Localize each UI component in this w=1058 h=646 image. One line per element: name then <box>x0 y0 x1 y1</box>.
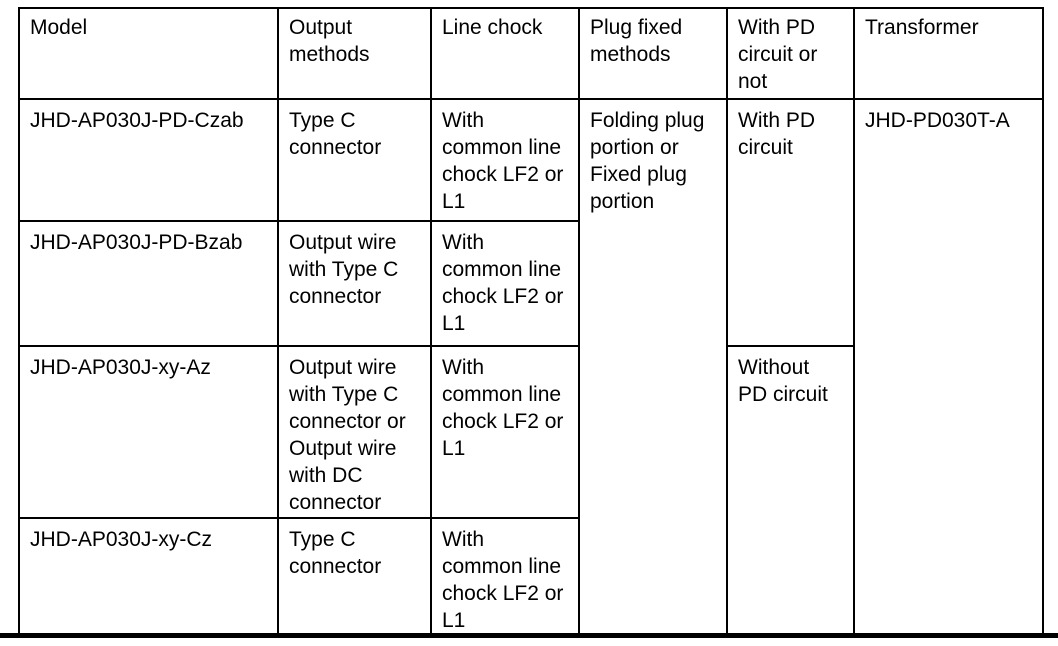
table-row: JHD-AP030J-PD-Bzab Output wire with Type… <box>18 220 1043 347</box>
cell-model: JHD-AP030J-xy-Cz <box>18 517 279 636</box>
cell-output-methods: Type C connector <box>277 98 432 222</box>
cell-output-methods: Output wire with Type C connector or Out… <box>277 345 432 519</box>
table-row: JHD-AP030J-PD-Czab Type C connector With… <box>18 98 1044 636</box>
cell-line-chock: With common line chock LF2 or L1 <box>430 517 580 636</box>
table-row: JHD-AP030J-xy-Cz Type C connector With c… <box>18 517 1043 636</box>
cell-model: JHD-AP030J-PD-Bzab <box>18 220 279 347</box>
col-header-plug-fixed-methods: Plug fixed methods <box>578 7 728 100</box>
col-header-model: Model <box>18 7 279 100</box>
col-header-output-methods: Output methods <box>277 7 432 100</box>
cell-output-methods: Type C connector <box>277 517 432 636</box>
cell-with-pd-circuit: With PD circuit <box>726 98 855 347</box>
cell-without-pd-circuit: Without PD circuit <box>726 345 855 636</box>
table-row: JHD-AP030J-xy-Az Output wire with Type C… <box>18 345 1043 636</box>
col-header-line-chock: Line chock <box>430 7 580 100</box>
cell-model: JHD-AP030J-xy-Az <box>18 345 279 519</box>
cell-model: JHD-AP030J-PD-Czab <box>18 98 279 222</box>
cell-line-chock: With common line chock LF2 or L1 <box>430 98 580 222</box>
col-header-with-pd-circuit-or-not: With PD circuit or not <box>726 7 855 100</box>
col-header-transformer: Transformer <box>853 7 1044 100</box>
cell-plug-fixed-methods: Folding plug portion or Fixed plug porti… <box>578 98 728 636</box>
cell-line-chock: With common line chock LF2 or L1 <box>430 220 580 347</box>
cell-line-chock: With common line chock LF2 or L1 <box>430 345 580 519</box>
cell-output-methods: Output wire with Type C connector <box>277 220 432 347</box>
page-bottom-rule <box>0 633 1058 638</box>
cell-transformer: JHD-PD030T-A <box>853 98 1044 636</box>
header-row: Model Output methods Line chock Plug fix… <box>18 7 1044 100</box>
model-spec-table: Model Output methods Line chock Plug fix… <box>18 7 1044 636</box>
